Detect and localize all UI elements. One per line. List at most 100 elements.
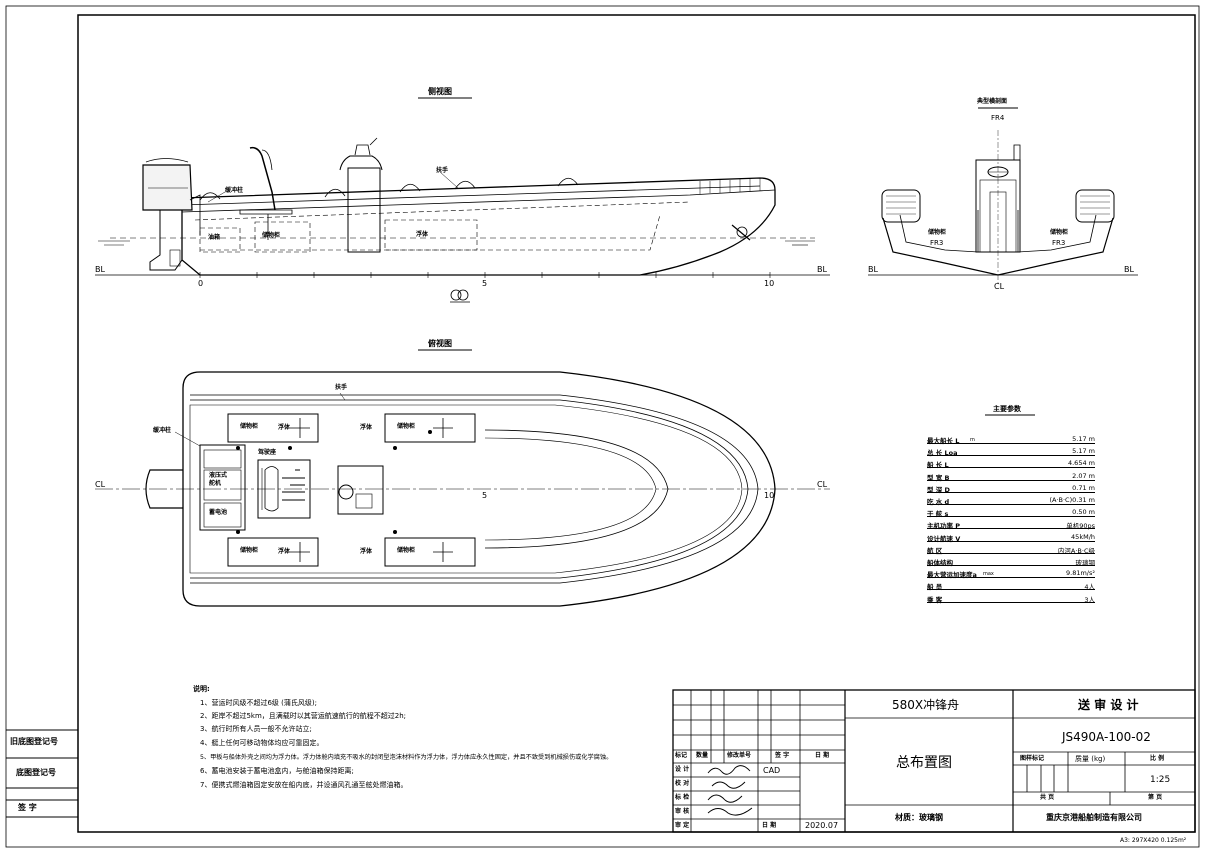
plan-tick-5: 5 xyxy=(482,491,488,500)
spec-value: 0.50 m xyxy=(1072,508,1095,517)
tb-role-review: 审 核 xyxy=(675,808,690,815)
spec-value: 5.17 m xyxy=(1072,435,1095,443)
spec-value: 单机90ps xyxy=(1066,522,1095,531)
tb-drawing-name: 总布置图 xyxy=(896,755,952,771)
section-bl-left: BL xyxy=(868,265,878,274)
margin-old-record: 旧底图登记号 xyxy=(10,737,58,746)
plan-handrail-label: 扶手 xyxy=(335,384,348,391)
spec-row: 船 员 4人 xyxy=(927,580,1095,592)
tb-company: 重庆京港船舶制造有限公司 xyxy=(1046,813,1142,822)
side-tick-5: 5 xyxy=(482,279,488,288)
section-fr3-right: FR3 xyxy=(1052,239,1066,247)
plan-storage-3: 储物柜 xyxy=(240,547,259,554)
spec-label: 船体结构 xyxy=(927,559,953,567)
spec-value: 45kM/h xyxy=(1071,532,1095,541)
tb-weight: 质量 (kg) xyxy=(1075,755,1106,763)
spec-label: 船 长 L xyxy=(927,461,949,470)
tb-project: 580X冲锋舟 xyxy=(892,698,960,712)
plan-float-1: 浮体 xyxy=(278,424,291,431)
note-1: 1、营运时风级不超过6级 (蒲氏风级); xyxy=(200,699,317,707)
section-storage-right: 储物柜 xyxy=(1050,229,1069,236)
spec-row: 航 区 内河A·B·C级 xyxy=(927,544,1095,555)
spec-row: 型 宽 B 2.07 m xyxy=(927,471,1095,482)
section-view-drawing xyxy=(868,107,1138,285)
spec-label: 航 区 xyxy=(927,546,943,555)
side-tick-0: 0 xyxy=(198,279,204,288)
margin-record: 底图登记号 xyxy=(16,768,56,777)
spec-label: 乘 客 xyxy=(927,595,943,604)
tb-stage: 送 审 设 计 xyxy=(1078,698,1139,712)
plan-view-drawing xyxy=(95,349,830,607)
tb-role-design: 设 计 xyxy=(675,766,690,773)
title-block-grid xyxy=(672,689,1196,833)
plan-float-4: 浮体 xyxy=(360,548,373,555)
note-2: 2、距岸不超过5km，且满载时以其营运航速航行的航程不超过2h; xyxy=(200,712,407,720)
plan-float-3: 浮体 xyxy=(278,548,291,555)
plan-steering-label: 液压式 舵机 xyxy=(209,472,228,487)
plan-tick-10: 10 xyxy=(764,491,775,500)
spec-row: 吃 水 d(A·B·C)0.31 m xyxy=(927,495,1095,506)
spec-label: 型 宽 B xyxy=(927,473,950,482)
tb-role-std: 标 检 xyxy=(675,794,690,801)
side-tank-label: 油箱 xyxy=(208,234,221,241)
plan-battery-label: 蓄电池 xyxy=(209,509,228,516)
side-tick-10: 10 xyxy=(764,279,775,288)
spec-label: 最大船长 L xyxy=(927,437,960,445)
plan-storage-4: 储物柜 xyxy=(397,547,416,554)
plan-storage-2: 储物柜 xyxy=(397,423,416,430)
spec-value: 4人 xyxy=(1084,583,1095,592)
plan-storage-1: 储物柜 xyxy=(240,423,259,430)
side-float-label: 浮体 xyxy=(416,231,429,238)
spec-value: 2.07 m xyxy=(1072,471,1095,480)
tb-material: 材质：玻璃钢 xyxy=(895,813,943,822)
spec-label: 船 员 xyxy=(927,583,943,592)
sheet-format: A3: 297X420 0.125m² xyxy=(1120,837,1187,844)
tb-date-label: 日 期 xyxy=(762,822,777,829)
spec-row: 主机功率 P 单机90ps xyxy=(927,519,1095,531)
spec-row: 船体结构 玻璃钢 xyxy=(927,556,1096,567)
note-5: 5、甲板与船体外壳之间均为浮力体。浮力体舱内填充不吸水的封闭型泡沫材料作为浮力体… xyxy=(200,754,613,761)
spec-value: 4.654 m xyxy=(1067,459,1095,468)
spec-row: 船 长 L 4.654 m xyxy=(927,458,1095,470)
side-bl-right: BL xyxy=(817,265,827,274)
section-frame: FR4 xyxy=(991,114,1005,122)
plan-view-title: 俯视图 xyxy=(428,339,452,348)
plan-float-2: 浮体 xyxy=(360,424,373,431)
tb-stage-mark: 图样标记 xyxy=(1020,755,1045,762)
tb-scale-label: 比 例 xyxy=(1150,755,1165,762)
spec-label: 主机功率 P xyxy=(927,522,961,531)
spec-value: 内河A·B·C级 xyxy=(1057,546,1095,555)
tb-header-sign: 签 字 xyxy=(775,752,790,759)
section-title: 典型横剖面 xyxy=(977,98,1008,105)
tb-drawing-no: JS490A-100-02 xyxy=(1062,730,1151,744)
plan-seat-label: 驾驶座 xyxy=(258,449,277,456)
tb-cad: CAD xyxy=(763,766,781,775)
spec-label: 最大营运加速度a xyxy=(927,571,977,580)
spec-label: 设计航速 V xyxy=(927,534,961,543)
tb-sheet-no: 第 页 xyxy=(1148,794,1163,801)
spec-value: 玻璃钢 xyxy=(1075,559,1096,567)
section-cl: CL xyxy=(994,282,1005,291)
side-handrail-label: 扶手 xyxy=(436,167,449,174)
side-view-drawing xyxy=(95,97,830,303)
note-3: 3、航行时所有人员一般不允许站立; xyxy=(200,725,312,733)
specs-title: 主要参数 xyxy=(993,405,1021,413)
plan-cl-right: CL xyxy=(817,480,828,489)
side-view-title: 侧视图 xyxy=(428,87,452,96)
spec-subscript: m xyxy=(970,437,975,443)
spec-row: 最大船长 L 5.17 m m xyxy=(927,434,1095,445)
tb-header-change: 修改单号 xyxy=(727,752,752,759)
plan-buffer-label: 缓冲柱 xyxy=(153,427,172,434)
side-buffer-label: 缓冲柱 xyxy=(225,187,244,194)
spec-label: 型 深 D xyxy=(927,485,950,494)
side-storage-label: 储物柜 xyxy=(262,232,281,239)
spec-label: 吃 水 d xyxy=(927,498,950,506)
spec-row: 设计航速 V 45kM/h xyxy=(927,532,1095,543)
tb-sheets-total: 共 页 xyxy=(1040,794,1055,801)
tb-date: 2020.07 xyxy=(805,821,839,830)
